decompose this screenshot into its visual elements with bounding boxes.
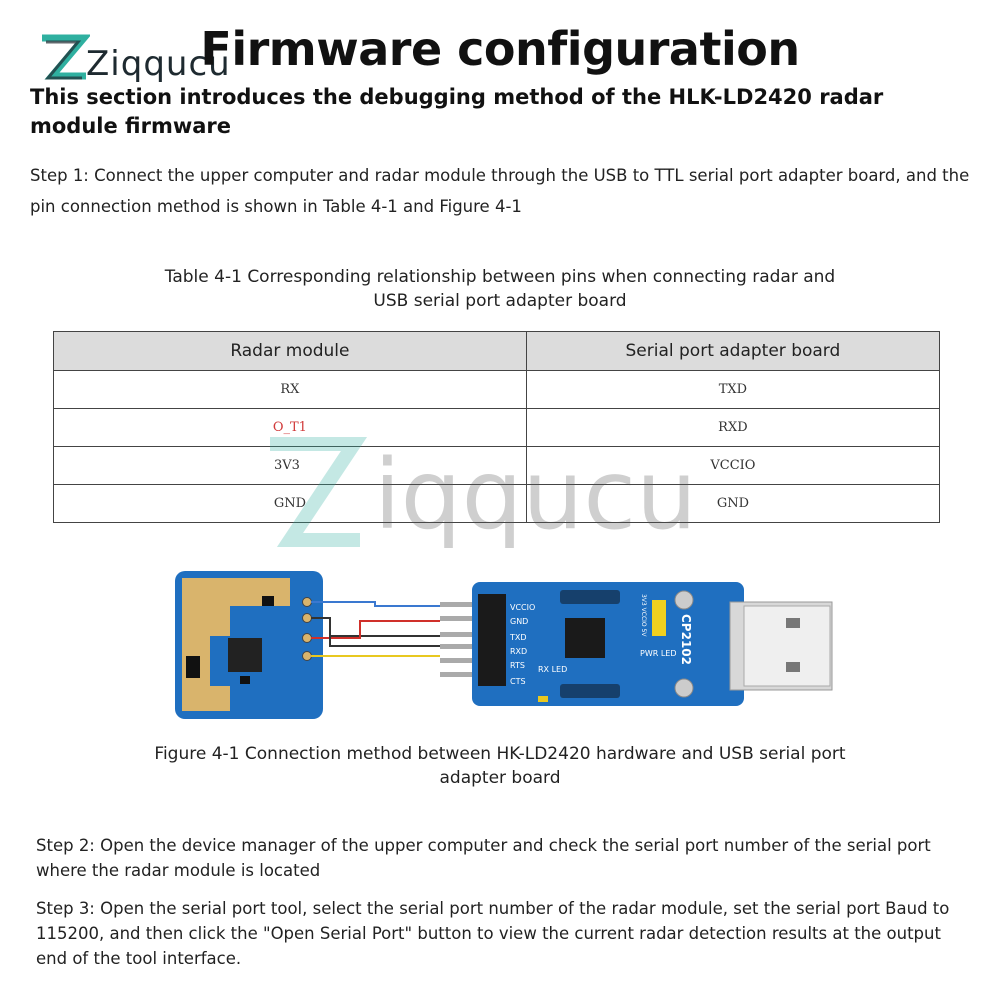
pin-table: Radar module Serial port adapter board R… (53, 331, 941, 523)
table-header-row: Radar module Serial port adapter board (53, 331, 941, 371)
led-label: PWR LED (640, 649, 677, 658)
led-label: RX LED (538, 665, 567, 674)
chip-label: CP2102 (679, 614, 693, 665)
voltage-label: 3V3 VCCIO 5V (640, 594, 647, 637)
page-title: Firmware configuration (200, 22, 800, 76)
connection-wires (311, 601, 440, 657)
cell-radar-pin: RX (53, 370, 527, 409)
table-caption: Table 4-1 Corresponding relationship bet… (164, 267, 836, 311)
pin-label: VCCIO (510, 603, 535, 612)
pin-label: RTS (510, 661, 525, 670)
pin-label: TXD (509, 633, 527, 642)
table-row: 3V3 VCCIO (53, 446, 941, 485)
brand-name: Ziqqucu (86, 44, 231, 84)
pin-label: GND (510, 617, 528, 626)
table-row: GND GND (53, 484, 941, 523)
step-1-text: Step 1: Connect the upper computer and r… (30, 166, 970, 216)
usb-adapter-board: VCCIO GND TXD RXD RTS CTS RX LED PWR LED… (472, 582, 744, 706)
step-3-text: Step 3: Open the serial port tool, selec… (36, 899, 950, 968)
header-adapter-board: Serial port adapter board (525, 331, 941, 371)
cell-radar-pin: GND (53, 484, 527, 523)
figure-caption: Figure 4-1 Connection method between HK-… (154, 744, 846, 788)
cell-radar-pin: 3V3 (53, 446, 527, 485)
usb-plug (729, 601, 833, 691)
z-logo-icon (42, 34, 90, 80)
step-2-text: Step 2: Open the device manager of the u… (36, 836, 931, 880)
table-row: RX TXD (53, 370, 941, 409)
header-radar-module: Radar module (53, 331, 527, 371)
cell-radar-pin: O_T1 (53, 408, 527, 447)
connection-figure: VCCIO GND TXD RXD RTS CTS RX LED PWR LED… (175, 571, 833, 719)
header-pins (440, 602, 475, 677)
cell-adapter-pin: VCCIO (525, 446, 941, 485)
table-row: O_T1 RXD (53, 408, 941, 447)
cell-adapter-pin: TXD (525, 370, 941, 409)
radar-module-board (175, 571, 323, 719)
cell-adapter-pin: RXD (525, 408, 941, 447)
cell-adapter-pin: GND (525, 484, 941, 523)
pin-label: RXD (510, 647, 527, 656)
brand-logo: Ziqqucu (38, 32, 278, 92)
section-subtitle: This section introduces the debugging me… (30, 85, 884, 138)
pin-label: CTS (510, 677, 526, 686)
